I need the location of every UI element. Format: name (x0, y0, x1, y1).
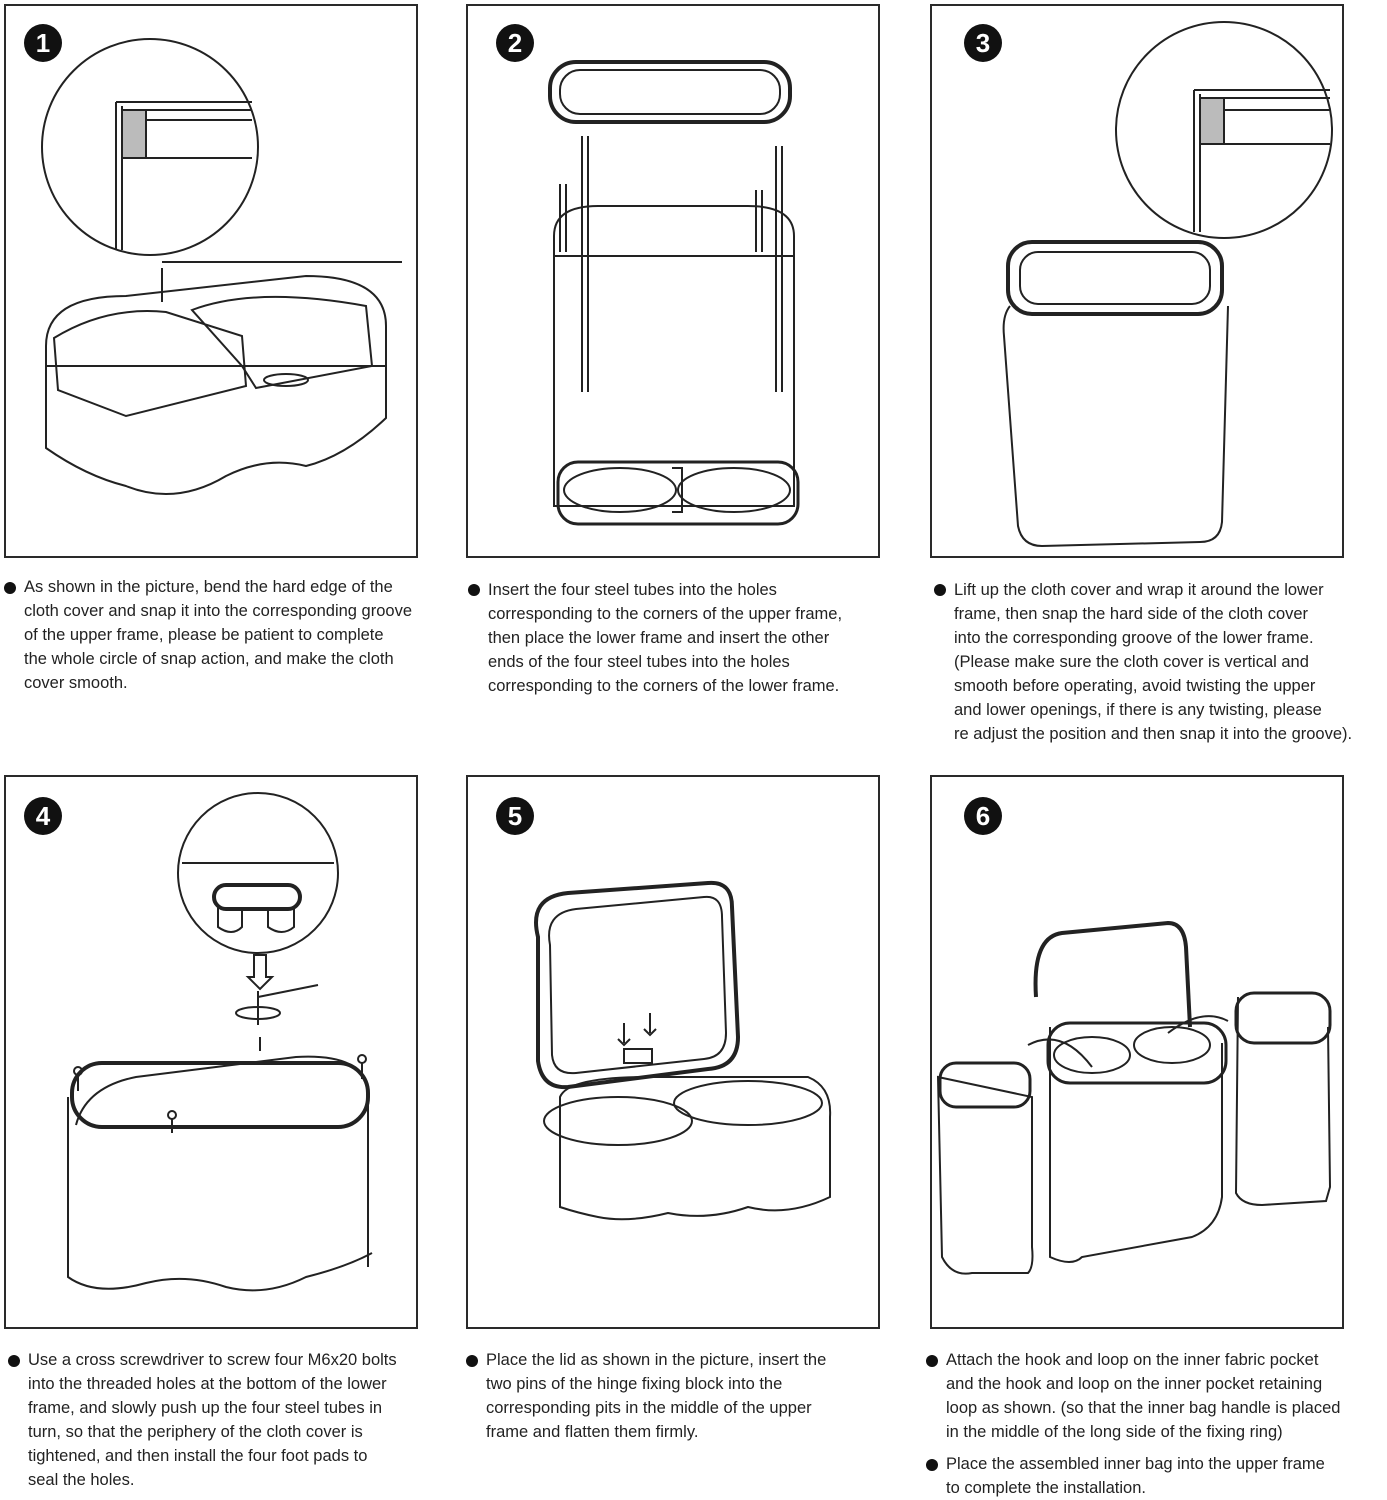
step-6-caption-text-2: Place the assembled inner bag into the u… (946, 1455, 1325, 1497)
step-4-illustration (67, 792, 373, 1292)
step-2-caption-text: Insert the four steel tubes into the hol… (488, 581, 843, 695)
step-3-illustration (1002, 21, 1333, 548)
bullet-icon (8, 1355, 20, 1367)
step-3-caption-text: Lift up the cloth cover and wrap it arou… (954, 581, 1353, 743)
bullet-icon (926, 1355, 938, 1367)
step-6-caption-text: Attach the hook and loop on the inner fa… (946, 1351, 1341, 1441)
step-1-caption: As shown in the picture, bend the hard e… (4, 575, 444, 695)
step-3-number-badge: 3 (964, 24, 1002, 62)
bullet-icon (4, 582, 16, 594)
step-6-caption: Attach the hook and loop on the inner fa… (926, 1348, 1384, 1500)
step-5-caption-text: Place the lid as shown in the picture, i… (486, 1351, 827, 1441)
step-5-number-badge: 5 (496, 797, 534, 835)
step-3-caption: Lift up the cloth cover and wrap it arou… (934, 578, 1384, 746)
step-5-panel: 5 (466, 775, 880, 1329)
step-2-illustration (548, 60, 800, 526)
bullet-icon (926, 1459, 938, 1471)
step-4-caption: Use a cross screwdriver to screw four M6… (8, 1348, 448, 1492)
bullet-icon (934, 584, 946, 596)
step-6-panel: 6 (930, 775, 1344, 1329)
step-1-number-badge: 1 (24, 24, 62, 62)
step-6-number-badge: 6 (964, 797, 1002, 835)
step-1-panel: 1 (4, 4, 418, 558)
bullet-icon (468, 584, 480, 596)
step-1-caption-text: As shown in the picture, bend the hard e… (24, 578, 412, 692)
step-5-caption: Place the lid as shown in the picture, i… (466, 1348, 886, 1444)
step-1-illustration (41, 38, 402, 495)
bullet-icon (466, 1355, 478, 1367)
step-4-caption-text: Use a cross screwdriver to screw four M6… (28, 1351, 397, 1489)
step-4-number-badge: 4 (24, 797, 62, 835)
step-2-caption: Insert the four steel tubes into the hol… (468, 578, 888, 698)
step-5-illustration (534, 880, 832, 1221)
step-3-panel: 3 (930, 4, 1344, 558)
step-6-illustration (936, 920, 1332, 1275)
step-2-panel: 2 (466, 4, 880, 558)
step-2-number-badge: 2 (496, 24, 534, 62)
step-4-panel: 4 (4, 775, 418, 1329)
